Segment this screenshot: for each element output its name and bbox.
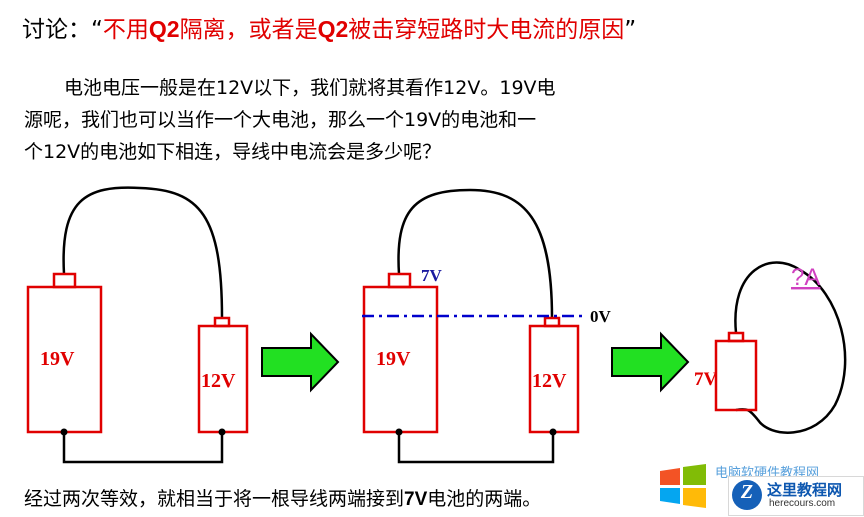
junction-dot bbox=[395, 428, 403, 436]
title-part2: 隔离，或者是 bbox=[179, 17, 318, 43]
bottom-wire bbox=[62, 432, 224, 464]
bottom-wire bbox=[397, 432, 555, 464]
junction-dot bbox=[218, 428, 226, 436]
title-q2-a: Q2 bbox=[148, 16, 180, 42]
diagram-3: 7V ?A bbox=[694, 261, 847, 434]
title-part3: 被击穿短路时大电流的原因 bbox=[348, 17, 625, 43]
battery-19v-label: 19V bbox=[40, 348, 75, 370]
conclusion-bold: 7V bbox=[404, 489, 428, 510]
arrow-right-icon bbox=[611, 331, 690, 393]
zero-volt-label: 0V bbox=[590, 307, 612, 326]
arrow-right-icon bbox=[261, 331, 340, 393]
site-name: 这里教程网 bbox=[767, 481, 843, 499]
battery-19v-terminal bbox=[387, 272, 412, 289]
title-open-quote: “ bbox=[91, 17, 103, 43]
unknown-current-label: ?A bbox=[791, 264, 820, 291]
battery-7v-label: 7V bbox=[694, 369, 718, 390]
site-logo-icon: Z bbox=[732, 480, 762, 510]
site-url: herecours.com bbox=[769, 498, 836, 509]
top-potential-label: 7V bbox=[421, 266, 443, 285]
loop-wire bbox=[734, 261, 847, 434]
paragraph-line-2: 源呢，我们也可以当作一个大电池，那么一个19V的电池和一 bbox=[24, 109, 537, 131]
paragraph-line-3: 个12V的电池如下相连，导线中电流会是多少呢？ bbox=[24, 141, 442, 163]
title-close-quote: ” bbox=[624, 17, 637, 43]
junction-dot bbox=[60, 428, 68, 436]
diagram-1: 19V 12V bbox=[26, 186, 249, 464]
page-title: 讨论：“不用Q2隔离，或者是Q2被击穿短路时大电流的原因” bbox=[22, 10, 636, 44]
top-wire bbox=[62, 186, 224, 319]
windows-logo-icon bbox=[660, 464, 706, 508]
battery-19v-label: 19V bbox=[376, 348, 411, 370]
conclusion-part-2: 电池的两端。 bbox=[427, 488, 542, 510]
title-part1: 不用 bbox=[102, 17, 149, 43]
conclusion-text: 经过两次等效，就相当于将一根导线两端接到7V电池的两端。 bbox=[24, 484, 541, 511]
site-watermark: Z 这里教程网 herecours.com bbox=[728, 476, 864, 516]
conclusion-part-1: 经过两次等效，就相当于将一根导线两端接到 bbox=[24, 488, 405, 510]
junction-dot bbox=[549, 428, 557, 436]
paragraph-line-1: 电池电压一般是在12V以下，我们就将其看作12V。19V电 bbox=[64, 77, 556, 99]
diagram-2: 19V 12V 7V 0V bbox=[362, 188, 612, 464]
battery-12v-label: 12V bbox=[201, 370, 236, 392]
battery-19v-terminal bbox=[52, 272, 77, 289]
title-q2-b: Q2 bbox=[317, 16, 349, 42]
top-wire bbox=[397, 188, 554, 319]
title-highlight: 不用Q2隔离，或者是Q2被击穿短路时大电流的原因 bbox=[102, 16, 625, 43]
title-prefix: 讨论： bbox=[22, 17, 91, 43]
battery-7v bbox=[714, 339, 758, 412]
intro-paragraph: 电池电压一般是在12V以下，我们就将其看作12V。19V电 源呢，我们也可以当作… bbox=[24, 72, 764, 168]
battery-12v-label: 12V bbox=[532, 370, 567, 392]
